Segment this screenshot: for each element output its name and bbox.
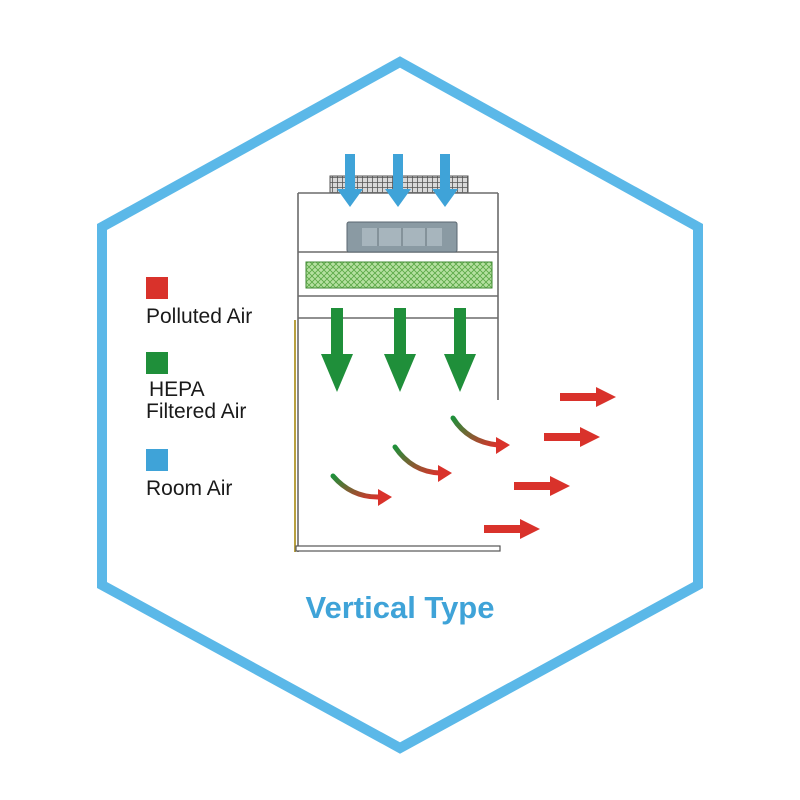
room-air-arrow xyxy=(432,154,458,207)
polluted-air-arrows xyxy=(484,387,616,539)
curved-arrow xyxy=(450,415,501,448)
curved-arrow xyxy=(330,473,383,500)
legend-swatch-room-air xyxy=(146,449,168,471)
diagram-title: Vertical Type xyxy=(305,590,495,625)
polluted-air-arrow xyxy=(560,387,616,407)
legend-swatch-polluted-air xyxy=(146,277,168,299)
filtered-air-arrow xyxy=(321,308,353,392)
hepa-filter xyxy=(305,261,493,289)
polluted-air-arrow xyxy=(544,427,600,447)
curved-arrowheads xyxy=(378,437,510,506)
legend-swatch-hepa-filtered-air xyxy=(146,352,168,374)
polluted-air-arrow xyxy=(484,519,540,539)
filtered-air-arrow xyxy=(384,308,416,392)
curved-arrow xyxy=(392,444,443,476)
filtered-air-arrows xyxy=(321,308,476,392)
legend-label-polluted-air: Polluted Air xyxy=(146,305,253,328)
legend-label-filtered-air: Filtered Air xyxy=(146,400,247,423)
fan-unit xyxy=(346,221,458,253)
polluted-air-arrow xyxy=(514,476,570,496)
filtered-air-arrow xyxy=(444,308,476,392)
legend-label-hepa: HEPA xyxy=(149,378,205,401)
room-air-arrow xyxy=(337,154,363,207)
work-surface xyxy=(295,545,501,552)
legend-label-room-air: Room Air xyxy=(146,477,233,500)
hexagon-frame xyxy=(97,56,703,754)
curved-air-arrows xyxy=(330,415,501,500)
room-air-arrow xyxy=(385,154,411,207)
room-air-arrows xyxy=(337,154,458,207)
